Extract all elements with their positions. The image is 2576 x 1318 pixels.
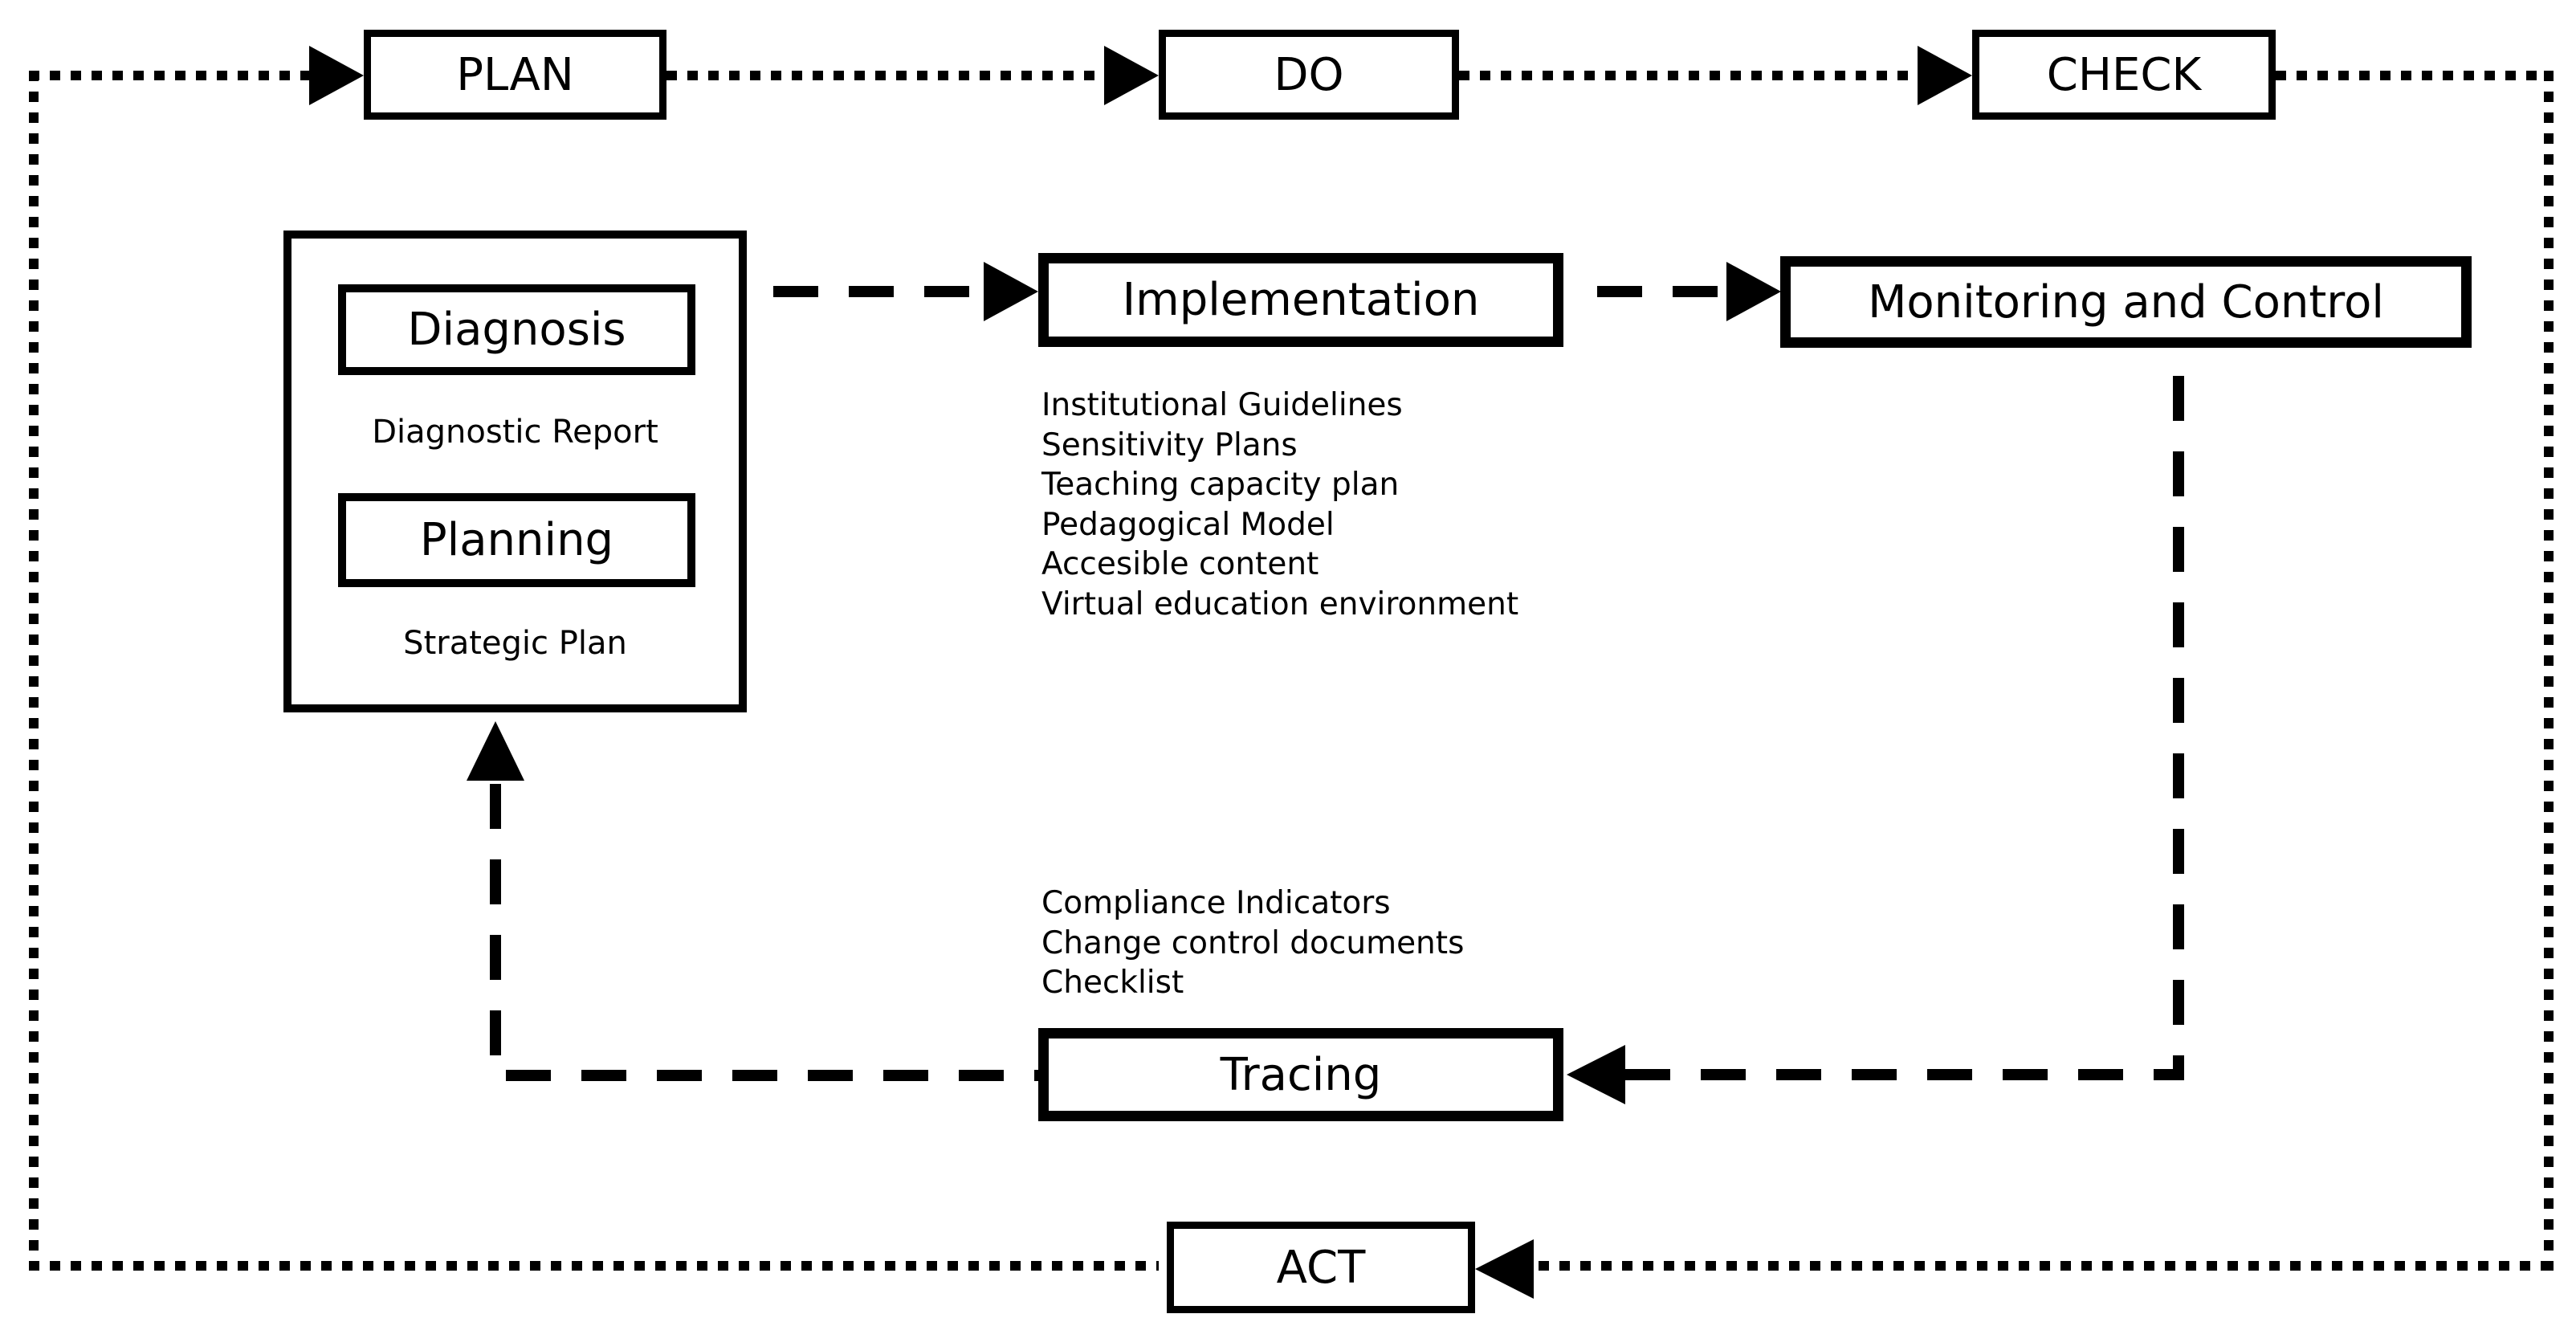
dotted-line-check-to-right-edge: [2276, 71, 2554, 80]
diagnosis-label: Diagnosis: [407, 304, 626, 356]
output-item: Sensitivity Plans: [1041, 426, 1298, 463]
dashed-line-implementation-to-monitoring: [1597, 286, 1726, 297]
monitoring-and-control-box: Monitoring and Control: [1780, 256, 2472, 348]
planning-box: Planning: [338, 493, 695, 587]
diagnosis-box: Diagnosis: [338, 284, 695, 375]
plan-label: PLAN: [456, 48, 574, 101]
check-label: CHECK: [2046, 48, 2202, 101]
output-item: Institutional Guidelines: [1041, 387, 1403, 423]
dotted-line-right-edge: [2544, 71, 2554, 1271]
output-item: Virtual education environment: [1041, 586, 1519, 622]
arrowhead-into-check: [1918, 46, 1972, 105]
output-item: Teaching capacity plan: [1041, 467, 1400, 503]
do-box: DO: [1159, 30, 1459, 120]
act-box: ACT: [1167, 1222, 1475, 1313]
output-item: Accesible content: [1041, 546, 1319, 582]
dashed-line-up-to-plangroup: [490, 784, 501, 1081]
tracing-label: Tracing: [1220, 1048, 1382, 1101]
diagnostic-report-label: Diagnostic Report: [372, 414, 658, 451]
dotted-line-right-edge-to-act: [1539, 1261, 2554, 1271]
dotted-line-do-to-check: [1459, 71, 1918, 80]
dashed-line-tracing-to-left: [506, 1070, 1038, 1081]
planning-label: Planning: [419, 514, 614, 566]
monitoring-and-control-label: Monitoring and Control: [1868, 275, 2384, 328]
output-item: Compliance Indicators: [1041, 885, 1391, 921]
dashed-line-plangroup-to-implementation: [773, 286, 984, 297]
arrowhead-into-act: [1475, 1239, 1534, 1299]
implementation-box: Implementation: [1038, 253, 1563, 347]
dashed-line-monitoring-down: [2173, 376, 2184, 1073]
output-item: Checklist: [1041, 965, 1184, 1001]
arrowhead-into-plan: [309, 46, 364, 105]
plan-box: PLAN: [364, 30, 666, 120]
implementation-label: Implementation: [1122, 274, 1480, 326]
act-label: ACT: [1276, 1241, 1366, 1294]
dashed-line-monitoring-to-tracing: [1625, 1069, 2184, 1080]
dotted-line-into-plan: [29, 71, 309, 80]
arrowhead-into-tracing: [1567, 1045, 1625, 1104]
dotted-line-plan-to-do: [666, 71, 1104, 80]
arrowhead-into-monitoring: [1726, 262, 1781, 321]
tracing-box: Tracing: [1038, 1028, 1563, 1121]
do-label: DO: [1274, 48, 1344, 101]
output-item: Change control documents: [1041, 924, 1465, 961]
arrowhead-into-do: [1104, 46, 1159, 105]
strategic-plan-label: Strategic Plan: [403, 625, 627, 662]
arrowhead-into-implementation: [984, 262, 1038, 321]
dotted-line-left-edge: [29, 71, 39, 1271]
check-box: CHECK: [1972, 30, 2276, 120]
dotted-line-act-to-left-edge: [29, 1261, 1159, 1271]
output-item: Pedagogical Model: [1041, 506, 1335, 543]
arrowhead-into-plangroup: [467, 721, 524, 781]
